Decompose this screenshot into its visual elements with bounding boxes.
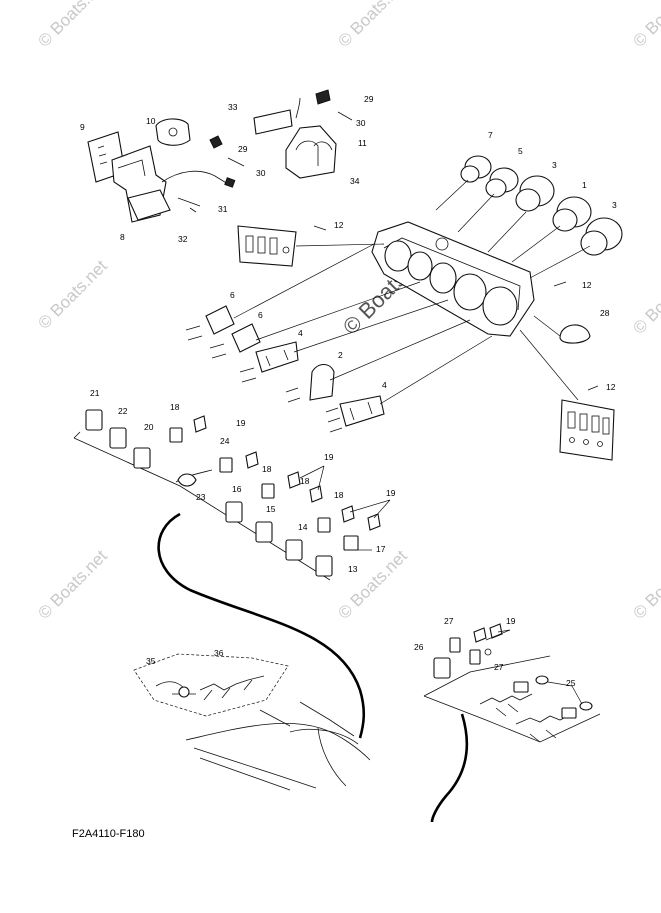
callout-label: 31 bbox=[218, 204, 228, 214]
callout-label: 17 bbox=[376, 544, 386, 554]
gauge-7 bbox=[460, 155, 492, 183]
callout-label: 12 bbox=[606, 382, 616, 392]
callout-label: 7 bbox=[488, 130, 493, 140]
callout-label: 22 bbox=[118, 406, 128, 416]
callout-label: 9 bbox=[80, 122, 85, 132]
gauges bbox=[460, 155, 623, 344]
figure-code: F2A4110-F180 bbox=[72, 828, 145, 840]
callout-label: 35 bbox=[146, 656, 156, 666]
callout-label: 19 bbox=[386, 488, 396, 498]
callout-label: 23 bbox=[196, 492, 206, 502]
instrument-panel bbox=[371, 221, 535, 337]
cables bbox=[157, 512, 469, 823]
callout-label: 20 bbox=[144, 422, 154, 432]
steering-mount-assembly bbox=[253, 89, 353, 179]
watermark: © Boats.net bbox=[34, 0, 111, 51]
callouts: 1 2 3 3 4 4 5 6 6 7 8 9 10 11 12 12 12 1… bbox=[80, 94, 617, 688]
callout-label: 27 bbox=[494, 662, 504, 672]
callout-label: 19 bbox=[236, 418, 246, 428]
callout-label: 5 bbox=[518, 146, 523, 156]
harness-lower-right bbox=[423, 623, 601, 743]
watermark: © Boats.net bbox=[629, 546, 661, 623]
gauge-5 bbox=[485, 167, 519, 198]
callout-label: 6 bbox=[230, 290, 235, 300]
callout-label: 30 bbox=[256, 168, 266, 178]
callout-label: 12 bbox=[582, 280, 592, 290]
callout-label: 26 bbox=[414, 642, 424, 652]
callout-label: 4 bbox=[298, 328, 303, 338]
callout-label: 27 bbox=[444, 616, 454, 626]
callout-label: 25 bbox=[566, 678, 576, 688]
gauge-3-lower bbox=[580, 217, 623, 256]
watermark: © Boats.net bbox=[34, 546, 111, 623]
callout-label: 1 bbox=[582, 180, 587, 190]
callout-label: 21 bbox=[90, 388, 100, 398]
callout-label: 12 bbox=[334, 220, 344, 230]
callout-label: 11 bbox=[358, 138, 367, 148]
switch-box-assembly bbox=[87, 118, 245, 223]
callout-label: 24 bbox=[220, 436, 230, 446]
callout-label: 14 bbox=[298, 522, 308, 532]
watermarks: © Boats.net © Boats.net © Boats.net © Bo… bbox=[34, 0, 661, 623]
callout-label: 36 bbox=[214, 648, 224, 658]
callout-label: 8 bbox=[120, 232, 125, 242]
callout-label: 29 bbox=[364, 94, 374, 104]
callout-label: 32 bbox=[178, 234, 188, 244]
callout-label: 29 bbox=[238, 144, 248, 154]
holders bbox=[185, 305, 385, 433]
watermark: © Boats.net bbox=[334, 546, 411, 623]
gauge-3-upper bbox=[515, 175, 555, 212]
callout-label: 16 bbox=[232, 484, 242, 494]
callout-label: 3 bbox=[612, 200, 617, 210]
callout-label: 34 bbox=[350, 176, 360, 186]
callout-label: 15 bbox=[266, 504, 276, 514]
callout-label: 33 bbox=[228, 102, 238, 112]
harness-lower-left bbox=[133, 653, 371, 791]
callout-label: 18 bbox=[334, 490, 344, 500]
switch-plate-right bbox=[559, 399, 615, 461]
callout-label: 4 bbox=[382, 380, 387, 390]
watermark: © Boats.net bbox=[334, 0, 411, 51]
callout-label: 6 bbox=[258, 310, 263, 320]
callout-label: 18 bbox=[262, 464, 272, 474]
watermark: © Boats.net bbox=[629, 261, 661, 338]
cap-28 bbox=[559, 324, 591, 344]
leader-lines bbox=[233, 179, 591, 405]
callout-label: 19 bbox=[324, 452, 334, 462]
watermark: © Boats.net bbox=[629, 0, 661, 51]
gauge-1 bbox=[552, 196, 592, 232]
switch-plate-upper bbox=[237, 225, 297, 267]
callout-label: 28 bbox=[600, 308, 610, 318]
callout-label: 19 bbox=[506, 616, 516, 626]
callout-label: 13 bbox=[348, 564, 358, 574]
switch-panel-left bbox=[73, 409, 391, 581]
callout-label: 10 bbox=[146, 116, 156, 126]
watermark: © Boats.net bbox=[34, 256, 111, 333]
callout-label: 18 bbox=[300, 476, 310, 486]
callout-label: 3 bbox=[552, 160, 557, 170]
callout-label: 18 bbox=[170, 402, 180, 412]
callout-label: 2 bbox=[338, 350, 343, 360]
switch-plates bbox=[237, 225, 615, 461]
callout-label: 30 bbox=[356, 118, 366, 128]
